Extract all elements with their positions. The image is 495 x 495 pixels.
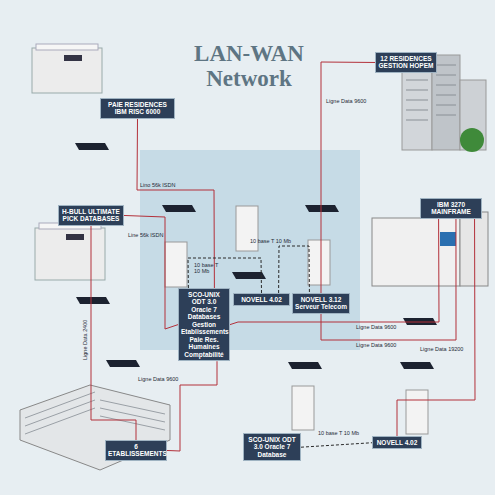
data-line (321, 62, 375, 293)
line-label: Ligne Data 9600 (356, 324, 396, 330)
label-text: SCO-UNIX ODT 3.0 Oracle 7 Database (246, 436, 298, 458)
modem-symbol (76, 297, 110, 304)
line-label: 10 base T 10 Mb (250, 238, 291, 244)
computer-panel (64, 55, 82, 61)
label-text: 12 RESIDENCES GESTION HOPEM (378, 55, 434, 70)
device-label: 6 ETABLISSEMENTS (105, 440, 167, 461)
device-label: NOVELL 4.02 (372, 436, 422, 449)
data-line (91, 226, 136, 440)
line-label: Ligne Data 9600 (326, 98, 366, 104)
computer-symbol (35, 228, 105, 280)
data-line (397, 219, 475, 436)
modem-symbol (162, 205, 196, 212)
modem-symbol (400, 362, 434, 369)
label-text: H-BULL ULTIMATE PICK DATABASES (61, 208, 121, 223)
label-text: NOVELL 4.02 (375, 439, 419, 446)
mainframe-screen (440, 232, 456, 246)
modem-symbol (288, 362, 322, 369)
line-label: Ligne Data 2400 (82, 320, 88, 360)
device-label: IBM 3270 MAINFRAME (420, 198, 482, 219)
server-symbol (406, 390, 428, 434)
line-label: Ligne Data 9600 (138, 376, 178, 382)
mainframe-cabinet (460, 212, 488, 286)
building-symbol (20, 385, 170, 470)
building-stripes (25, 392, 165, 434)
lan-link (301, 443, 372, 447)
lan-zone (140, 150, 360, 350)
tree-symbol (460, 128, 484, 152)
modem-symbol (106, 360, 140, 367)
label-text: NOVELL 3.12 Serveur Telecom (295, 296, 347, 311)
device-label: 12 RESIDENCES GESTION HOPEM (375, 52, 437, 73)
label-text: SCO-UNIX ODT 3.0 Oracle 7 Databases Gest… (181, 291, 227, 358)
device-label: NOVELL 4.02 (233, 293, 290, 306)
device-label: H-BULL ULTIMATE PICK DATABASES (58, 205, 124, 226)
label-text: 6 ETABLISSEMENTS (108, 443, 164, 458)
lan-link (279, 246, 310, 293)
device-label: SCO-UNIX ODT 3.0 Oracle 7 Databases Gest… (178, 288, 230, 361)
device-label: PAIE RESIDENCES IBM RISC 6000 (100, 98, 175, 119)
data-line (124, 215, 178, 329)
server-symbol (165, 242, 187, 287)
line-label: 10 base T 10 Mb (318, 430, 359, 436)
mainframe-symbol (372, 218, 460, 286)
data-line (167, 361, 217, 451)
label-text: NOVELL 4.02 (236, 296, 287, 303)
line-label: Ligne Data 9600 (356, 342, 396, 348)
diagram-title: LAN-WAN Network (188, 42, 310, 92)
modem-symbol (305, 205, 339, 212)
computer-top (36, 44, 98, 50)
line-label: Ligne Data 19200 (420, 346, 463, 352)
server-symbol (292, 386, 314, 430)
label-text: PAIE RESIDENCES IBM RISC 6000 (103, 101, 172, 116)
line-label: Line 56k ISDN (128, 232, 163, 238)
line-label: 10 base T 10 Mb (194, 262, 222, 275)
server-symbol (308, 240, 330, 285)
computer-panel (66, 234, 84, 240)
line-label: Lino 56k ISDN (140, 182, 175, 188)
device-label: SCO-UNIX ODT 3.0 Oracle 7 Database (243, 433, 301, 461)
modem-symbol (75, 143, 109, 150)
server-symbol (236, 206, 258, 251)
device-label: NOVELL 3.12 Serveur Telecom (292, 293, 350, 314)
label-text: IBM 3270 MAINFRAME (423, 201, 479, 216)
building-windows (406, 65, 456, 120)
data-line (321, 219, 456, 340)
computer-symbol (32, 48, 102, 93)
